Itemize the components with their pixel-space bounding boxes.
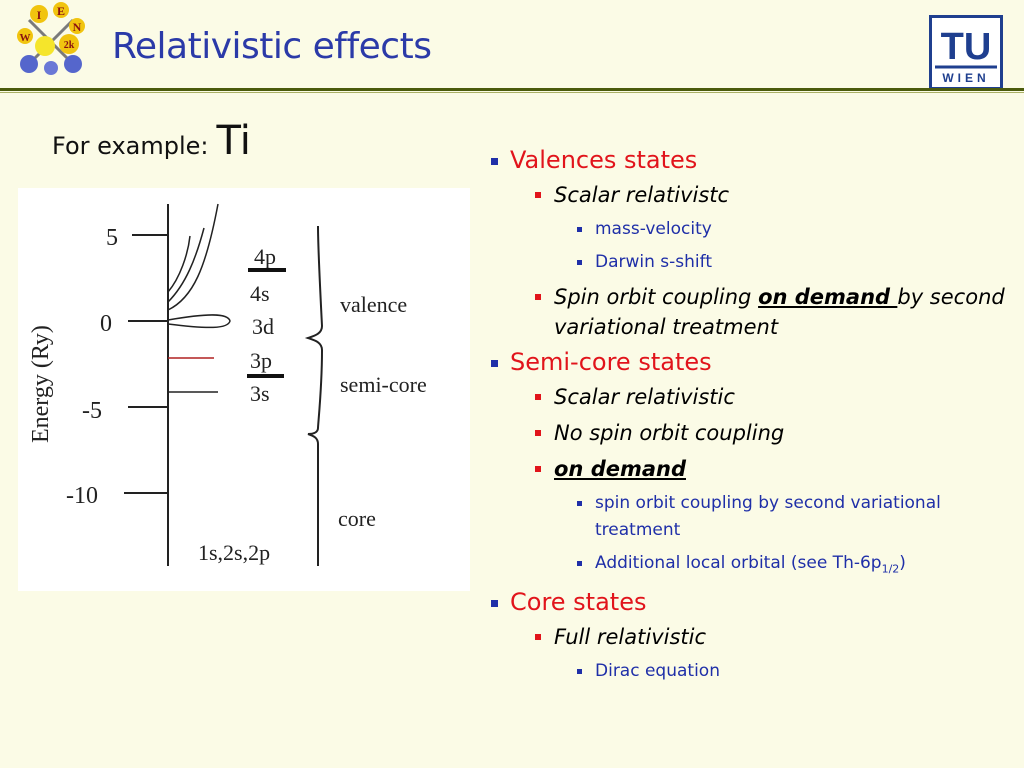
energy-level-diagram: Energy (Ry) 5 0 -5 -10 4p 4s 3d 3p 3s va: [18, 188, 470, 591]
level-3d: 3d: [252, 314, 274, 339]
bullet-local-orbital: Additional local orbital (see Th-6p1/2): [573, 550, 1008, 582]
level-3s: 3s: [250, 381, 270, 406]
example-prefix: For example:: [52, 132, 209, 160]
energy-axis-label: Energy (Ry): [28, 325, 54, 443]
bullet-so-second: spin orbit coupling by second variationa…: [573, 490, 1008, 544]
logo-letter-i: I: [37, 8, 42, 22]
level-4s: 4s: [250, 281, 270, 306]
logo-letter-w: W: [20, 32, 31, 44]
example-element: Ti: [216, 118, 251, 164]
bullet-valence-spin-orbit: Spin orbit coupling on demand by second …: [532, 282, 1008, 342]
bullet-core-title: Core states: [488, 588, 1008, 616]
tick-minus5: -5: [82, 398, 102, 424]
wien2k-logo: I E W N 2k: [17, 2, 85, 75]
wien-text: WIEN: [942, 71, 989, 85]
slide-title: Relativistic effects: [112, 26, 432, 67]
so-prefix: Spin orbit coupling: [554, 285, 759, 309]
bullet-semicore-on-demand: on demand: [532, 454, 1008, 484]
bullet-valence-scalar: Scalar relativistc: [532, 180, 1008, 210]
lo-sub: 1/2: [881, 562, 900, 576]
logo-letter-2k: 2k: [64, 40, 75, 51]
tick-5: 5: [106, 225, 118, 251]
title-divider-light: [0, 92, 1024, 93]
logo-letter-e: E: [57, 4, 65, 18]
bullet-semicore-title: Semi-core states: [488, 348, 1008, 376]
so-suffix: by second variational treatment: [554, 285, 1005, 339]
bullet-list: Valences states Scalar relativistc mass-…: [488, 146, 1008, 691]
bullet-semicore-scalar: Scalar relativistic: [532, 382, 1008, 412]
bullet-semicore-no-so: No spin orbit coupling: [532, 418, 1008, 448]
bullet-dirac: Dirac equation: [573, 658, 1008, 685]
group-core: core: [338, 506, 376, 531]
title-divider: [0, 88, 1024, 91]
lo-suffix: ): [899, 553, 906, 573]
group-semi-core: semi-core: [340, 372, 427, 397]
tu-text: TU: [941, 26, 992, 68]
level-4p: 4p: [254, 244, 276, 269]
so-on-demand: on demand: [758, 285, 898, 309]
tick-0: 0: [100, 311, 112, 337]
level-3p: 3p: [250, 348, 272, 373]
group-valence: valence: [340, 292, 407, 317]
tick-minus10: -10: [66, 483, 98, 509]
bullet-core-full: Full relativistic: [532, 622, 1008, 652]
tu-wien-logo: TU WIEN: [929, 15, 1003, 90]
lo-prefix: Additional local orbital (see Th-6p: [595, 553, 882, 573]
bullet-valence-title: Valences states: [488, 146, 1008, 174]
bullet-darwin: Darwin s-shift: [573, 249, 1008, 276]
core-levels-label: 1s,2s,2p: [198, 540, 270, 565]
bullet-mass-velocity: mass-velocity: [573, 216, 1008, 243]
logo-letter-n: N: [73, 20, 82, 34]
example-label: For example:Ti: [52, 118, 251, 164]
